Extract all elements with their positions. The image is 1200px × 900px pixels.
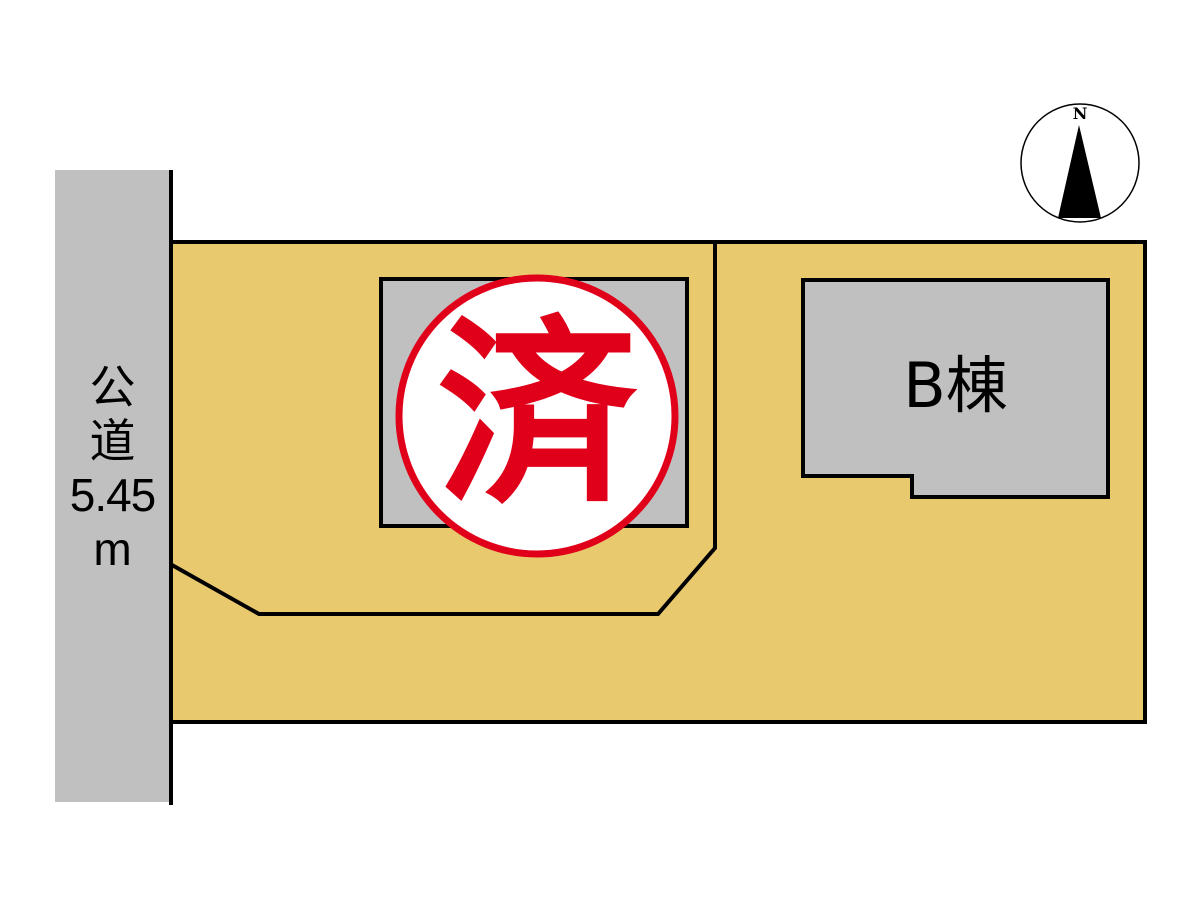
compass-north-label: N bbox=[1072, 104, 1088, 123]
building-b-label: B棟 bbox=[903, 349, 1008, 422]
building-b bbox=[801, 278, 1110, 499]
sold-stamp-text: 済 bbox=[436, 299, 637, 532]
road-width-unit: m bbox=[93, 523, 132, 575]
road-width-value: 5.45 bbox=[69, 469, 157, 521]
road-label-line2: 道 bbox=[89, 414, 136, 468]
public-road bbox=[55, 170, 170, 802]
north-arrow-icon bbox=[1058, 125, 1101, 218]
lot-a-boundary bbox=[171, 242, 717, 616]
sold-stamp-circle bbox=[395, 274, 679, 558]
road-label-line1: 公 bbox=[89, 360, 136, 414]
road-label: 公 道 5.45 m bbox=[55, 360, 170, 576]
